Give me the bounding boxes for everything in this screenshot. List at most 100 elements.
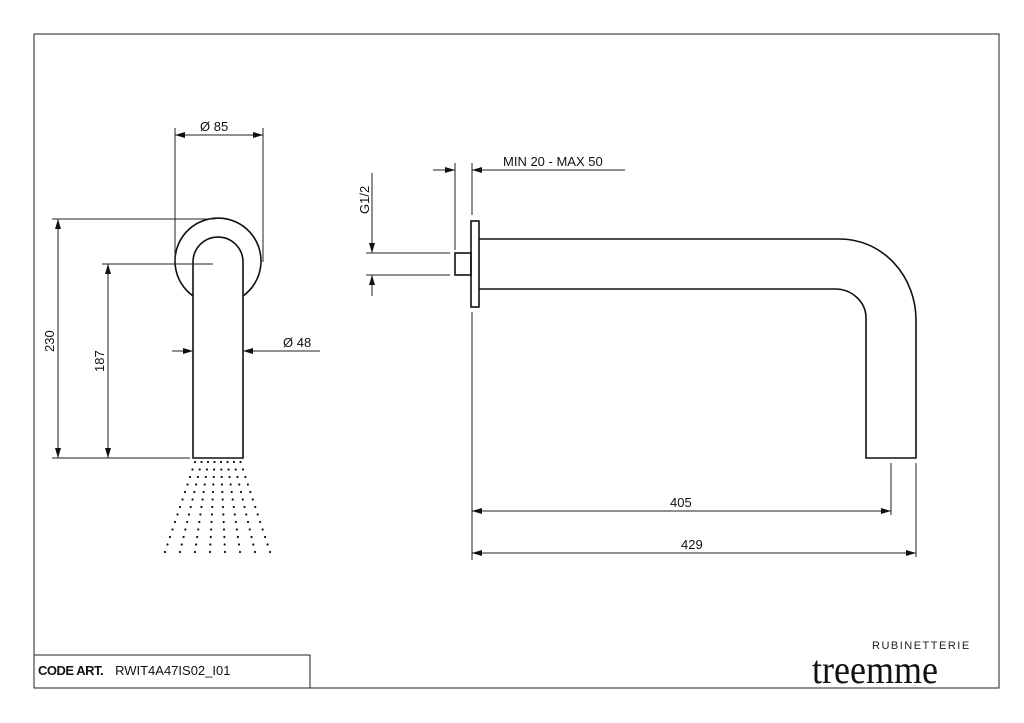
spout-pipe: [479, 238, 917, 459]
spray-dot: [266, 543, 269, 546]
spray-dot: [178, 550, 182, 554]
spray-dot: [198, 468, 201, 471]
spray-dot: [232, 505, 235, 509]
side-view: MIN 20 - MAX 50 G1/2 405 429: [357, 154, 917, 560]
spray-dot: [232, 460, 236, 464]
code-article: CODE ART. RWIT4A47IS02_I01: [38, 663, 230, 679]
spray-dot: [230, 490, 233, 494]
spray-dot: [209, 535, 212, 539]
spray-dot: [210, 513, 213, 516]
spray-dot: [221, 490, 224, 494]
spray-dot: [221, 505, 225, 509]
spray-dot: [202, 490, 205, 494]
dim-center-height: 187: [92, 350, 107, 372]
spray-dot: [234, 468, 237, 471]
code-label: CODE ART.: [38, 663, 104, 678]
spray-dot: [204, 475, 207, 479]
spray-dot: [220, 475, 223, 479]
spray-dot: [238, 550, 242, 554]
spray-dot: [210, 528, 213, 531]
spray-dot: [193, 460, 197, 464]
spray-dot: [196, 535, 199, 539]
wall-rosette: [174, 217, 262, 297]
spray-dot: [200, 505, 203, 509]
logo-subtitle: RUBINETTERIE: [872, 640, 971, 652]
spray-dot: [198, 520, 201, 524]
dim-thread: G1/2: [357, 186, 372, 214]
spray-dot: [186, 483, 189, 486]
spray-dot: [191, 498, 194, 501]
dim-total-height: 230: [42, 330, 57, 352]
spray-dot: [212, 475, 215, 479]
spray-dot: [213, 468, 216, 471]
spray-dot: [236, 535, 240, 539]
spray-dot: [268, 550, 272, 554]
spray-dot: [248, 528, 251, 531]
spray-dot: [208, 550, 212, 554]
spray-dot: [246, 520, 250, 524]
spray-dot: [223, 535, 226, 539]
spray-dot: [236, 475, 239, 479]
spray-dot: [239, 460, 242, 464]
spray-dot: [183, 490, 187, 494]
brand-logo: treemme: [812, 647, 938, 692]
spray-dot: [233, 513, 236, 516]
spray-dot: [173, 520, 177, 524]
spray-dot: [193, 550, 197, 554]
spray-dot: [263, 535, 267, 539]
spray-dot: [244, 475, 247, 479]
dim-outer-diameter: Ø 85: [200, 119, 228, 134]
spray-dot: [171, 528, 174, 531]
spray-dot: [184, 528, 187, 531]
spray-dot: [252, 543, 255, 546]
spray-dot: [168, 535, 172, 539]
spray-dot: [241, 498, 244, 501]
spray-dot: [261, 528, 264, 531]
thread-connector: [454, 252, 472, 276]
spray-dot: [256, 513, 259, 516]
spray-dot: [221, 498, 224, 501]
spray-dot: [199, 513, 202, 516]
spray-dot: [250, 535, 253, 539]
spray-dot: [187, 513, 191, 516]
water-spray: [163, 460, 272, 554]
spray-dot: [251, 498, 254, 501]
spray-dot: [188, 475, 192, 479]
spray-dot: [194, 543, 198, 546]
dim-total-length: 429: [681, 537, 703, 552]
spray-dot: [178, 505, 182, 509]
spray-dot: [228, 475, 231, 479]
spray-dot: [193, 490, 196, 494]
spray-dot: [213, 460, 216, 464]
spray-dot: [201, 498, 204, 501]
spray-dot: [200, 460, 203, 464]
spray-dot: [249, 490, 252, 494]
spray-dot: [245, 513, 248, 516]
spray-dot: [206, 460, 210, 464]
spray-dot: [223, 543, 226, 546]
spray-dot: [220, 483, 224, 486]
spray-dot: [238, 483, 241, 486]
spray-dot: [239, 490, 243, 494]
spray-dot: [234, 520, 237, 524]
spray-dot: [181, 498, 184, 501]
spray-dot: [176, 513, 179, 516]
spray-dot: [209, 543, 212, 546]
spray-dot: [241, 468, 245, 471]
spray-dot: [219, 460, 223, 464]
spray-dot: [235, 528, 238, 531]
spray-dot: [227, 468, 230, 471]
spray-dot: [254, 505, 257, 509]
spray-dot: [196, 475, 200, 479]
spray-dot: [222, 520, 225, 524]
spray-dot: [220, 468, 223, 471]
spray-dot: [226, 460, 229, 464]
code-value: RWIT4A47IS02_I01: [115, 663, 231, 678]
flange: [470, 220, 480, 308]
pipe-outline: [192, 236, 244, 459]
spray-dot: [222, 513, 225, 516]
spray-dot: [237, 543, 241, 546]
spray-dot: [191, 468, 194, 471]
spray-dot: [246, 483, 249, 486]
